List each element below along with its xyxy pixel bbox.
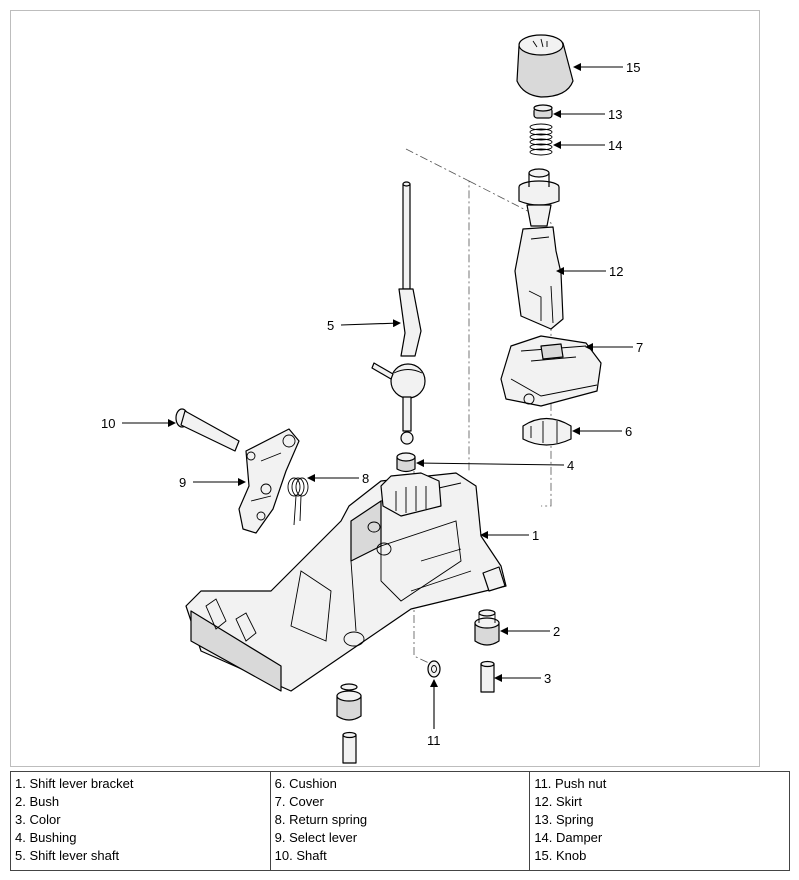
cushion-part xyxy=(522,417,572,446)
shift-lever-shaft xyxy=(371,181,426,445)
parts-legend-table: 1. Shift lever bracket 2. Bush 3. Color … xyxy=(10,771,790,871)
collar-part xyxy=(342,660,495,764)
callout-8: 8 xyxy=(362,471,369,486)
legend-column-2: 6. Cushion 7. Cover 8. Return spring 9. … xyxy=(269,771,531,871)
callout-15: 15 xyxy=(626,60,640,75)
shaft-part xyxy=(175,408,240,452)
bush-part xyxy=(474,609,500,646)
callout-3: 3 xyxy=(544,671,551,686)
legend-item: 10. Shaft xyxy=(274,848,327,863)
callout-6: 6 xyxy=(625,424,632,439)
skirt-part xyxy=(514,168,564,330)
legend-item: 2. Bush xyxy=(15,794,60,809)
legend-column-1: 1. Shift lever bracket 2. Bush 3. Color … xyxy=(10,771,271,871)
knob-part xyxy=(516,34,574,98)
exploded-diagram: 1 2 3 4 5 6 7 8 9 10 11 12 13 14 15 xyxy=(10,10,760,767)
leader-line-5 xyxy=(340,319,401,328)
legend-item: 6. Cushion xyxy=(274,776,337,791)
callout-1: 1 xyxy=(532,528,539,543)
callout-9: 9 xyxy=(179,475,186,490)
spring-cap xyxy=(533,104,553,119)
callout-13: 13 xyxy=(608,107,622,122)
callout-11: 11 xyxy=(427,733,441,748)
legend-item: 4. Bushing xyxy=(15,830,77,845)
cover-part xyxy=(500,335,602,407)
push-nut xyxy=(427,660,441,678)
callout-14: 14 xyxy=(608,138,622,153)
legend-item: 5. Shift lever shaft xyxy=(15,848,120,863)
callout-7: 7 xyxy=(636,340,643,355)
damper-coil xyxy=(529,123,553,156)
bushing-part xyxy=(396,452,416,473)
assembly-guide-line xyxy=(405,148,552,664)
callout-5: 5 xyxy=(327,318,334,333)
legend-row: 1. Shift lever bracket 2. Bush 3. Color … xyxy=(10,771,790,871)
legend-item: 9. Select lever xyxy=(274,830,358,845)
legend-item: 15. Knob xyxy=(534,848,587,863)
legend-item: 13. Spring xyxy=(534,812,594,827)
select-lever xyxy=(238,428,300,534)
leader-line-4 xyxy=(416,459,565,468)
diagram-canvas: 1 2 3 4 5 6 7 8 9 10 11 12 13 14 15 xyxy=(101,34,643,764)
legend-item: 11. Push nut xyxy=(534,776,607,791)
legend-item: 3. Color xyxy=(15,812,61,827)
callout-2: 2 xyxy=(553,624,560,639)
legend-item: 12. Skirt xyxy=(534,794,582,809)
legend-item: 14. Damper xyxy=(534,830,603,845)
callout-4: 4 xyxy=(567,458,574,473)
callout-12: 12 xyxy=(609,264,623,279)
legend-item: 7. Cover xyxy=(274,794,324,809)
legend-column-3: 11. Push nut 12. Skirt 13. Spring 14. Da… xyxy=(529,771,790,871)
callout-10: 10 xyxy=(101,416,115,431)
return-spring xyxy=(287,477,309,526)
legend-item: 1. Shift lever bracket xyxy=(15,776,134,791)
legend-item: 8. Return spring xyxy=(274,812,368,827)
shift-lever-bracket xyxy=(185,472,507,692)
bush-part-lower xyxy=(336,683,362,721)
